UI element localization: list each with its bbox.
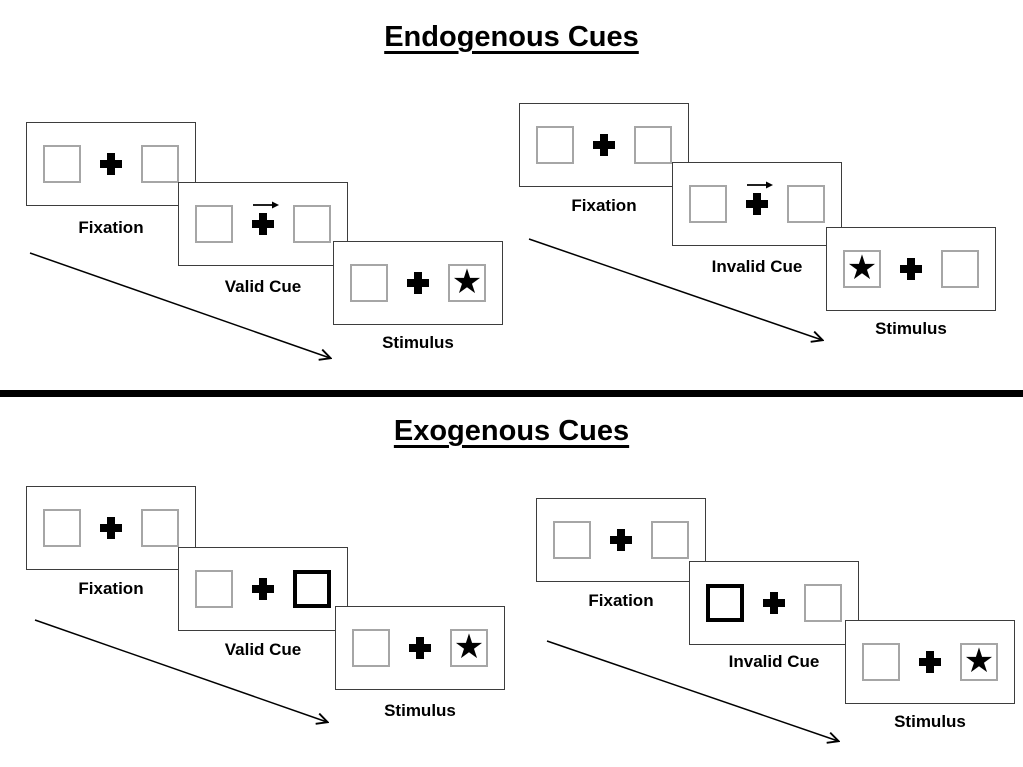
right-box <box>651 521 689 559</box>
star-target-icon: ★ <box>846 248 878 287</box>
star-target-icon: ★ <box>453 627 485 666</box>
left-box <box>43 145 81 183</box>
exo-valid-fixation-panel <box>26 486 196 570</box>
left-box-with-star: ★ <box>843 250 881 288</box>
panel-label-invalid-cue: Invalid Cue <box>711 257 803 276</box>
fixation-cross-wrap <box>100 517 122 539</box>
right-box <box>634 126 672 164</box>
exo-invalid-stimulus-panel: ★ <box>845 620 1015 704</box>
right-arrow-cue-icon <box>747 181 773 189</box>
fixation-cross-wrap <box>763 592 785 614</box>
fixation-cross-icon <box>409 637 431 659</box>
left-box <box>350 264 388 302</box>
panel-label-stimulus: Stimulus <box>384 701 456 720</box>
panel-label-fixation: Fixation <box>78 218 144 237</box>
exogenous-title-text: Exogenous Cues <box>393 415 630 447</box>
panel-label-fixation: Fixation <box>571 196 637 215</box>
fixation-cross-icon <box>763 592 785 614</box>
right-box <box>941 250 979 288</box>
left-box <box>553 521 591 559</box>
right-box <box>787 185 825 223</box>
left-box <box>195 570 233 608</box>
right-box-with-star: ★ <box>960 643 998 681</box>
fixation-cross-icon <box>610 529 632 551</box>
section-divider <box>0 390 1023 397</box>
panel-label-stimulus: Stimulus <box>382 333 454 352</box>
left-box <box>689 185 727 223</box>
fixation-cross-wrap <box>409 637 431 659</box>
fixation-cross-wrap <box>407 272 429 294</box>
fixation-cross-wrap <box>252 578 274 600</box>
fixation-cross-icon <box>100 517 122 539</box>
exo-invalid-cue-panel <box>689 561 859 645</box>
fixation-cross-wrap <box>900 258 922 280</box>
right-box-bold-cue <box>293 570 331 608</box>
exo-valid-stimulus-panel: ★ <box>335 606 505 690</box>
endo-invalid-stimulus-panel: ★ <box>826 227 996 311</box>
left-box <box>536 126 574 164</box>
fixation-cross-icon <box>252 213 274 235</box>
panel-label-invalid-cue: Invalid Cue <box>728 652 820 671</box>
fixation-cross-icon <box>407 272 429 294</box>
panel-label-fixation: Fixation <box>78 579 144 598</box>
right-arrow-cue-icon <box>253 201 279 209</box>
panel-label-fixation: Fixation <box>588 591 654 610</box>
right-box <box>141 509 179 547</box>
fixation-cross-icon <box>593 134 615 156</box>
fixation-cross-icon <box>252 578 274 600</box>
left-box <box>352 629 390 667</box>
endo-invalid-cue-panel <box>672 162 842 246</box>
panel-label-valid-cue: Valid Cue <box>224 277 302 296</box>
left-box <box>43 509 81 547</box>
timeline-arrow-endogenous-invalid <box>528 238 822 340</box>
endo-valid-stimulus-panel: ★ <box>333 241 503 325</box>
fixation-cross-wrap <box>919 651 941 673</box>
right-box <box>293 205 331 243</box>
panel-label-stimulus: Stimulus <box>875 319 947 338</box>
timeline-arrow-exogenous-valid <box>34 619 327 722</box>
fixation-cross-icon <box>100 153 122 175</box>
left-box <box>862 643 900 681</box>
left-box <box>195 205 233 243</box>
star-target-icon: ★ <box>451 262 483 301</box>
endogenous-title-text: Endogenous Cues <box>384 21 639 53</box>
fixation-cross-icon <box>900 258 922 280</box>
right-box <box>141 145 179 183</box>
exogenous-section-title: Exogenous Cues <box>0 414 1023 448</box>
right-box <box>804 584 842 622</box>
endo-valid-fixation-panel <box>26 122 196 206</box>
fixation-cross-icon <box>919 651 941 673</box>
right-box-with-star: ★ <box>448 264 486 302</box>
endogenous-section-title: Endogenous Cues <box>0 20 1023 54</box>
fixation-cross-wrap <box>610 529 632 551</box>
fixation-cross-wrap <box>100 153 122 175</box>
exo-valid-cue-panel <box>178 547 348 631</box>
timeline-arrow-endogenous-valid <box>29 252 330 358</box>
endo-invalid-fixation-panel <box>519 103 689 187</box>
panel-label-valid-cue: Valid Cue <box>224 640 302 659</box>
star-target-icon: ★ <box>963 641 995 680</box>
right-box-with-star: ★ <box>450 629 488 667</box>
panel-label-stimulus: Stimulus <box>894 712 966 731</box>
fixation-cross-wrap <box>746 181 773 215</box>
fixation-cross-icon <box>746 193 768 215</box>
fixation-cross-wrap <box>593 134 615 156</box>
endo-valid-cue-panel <box>178 182 348 266</box>
fixation-cross-wrap <box>252 201 279 235</box>
left-box-bold-cue <box>706 584 744 622</box>
exo-invalid-fixation-panel <box>536 498 706 582</box>
